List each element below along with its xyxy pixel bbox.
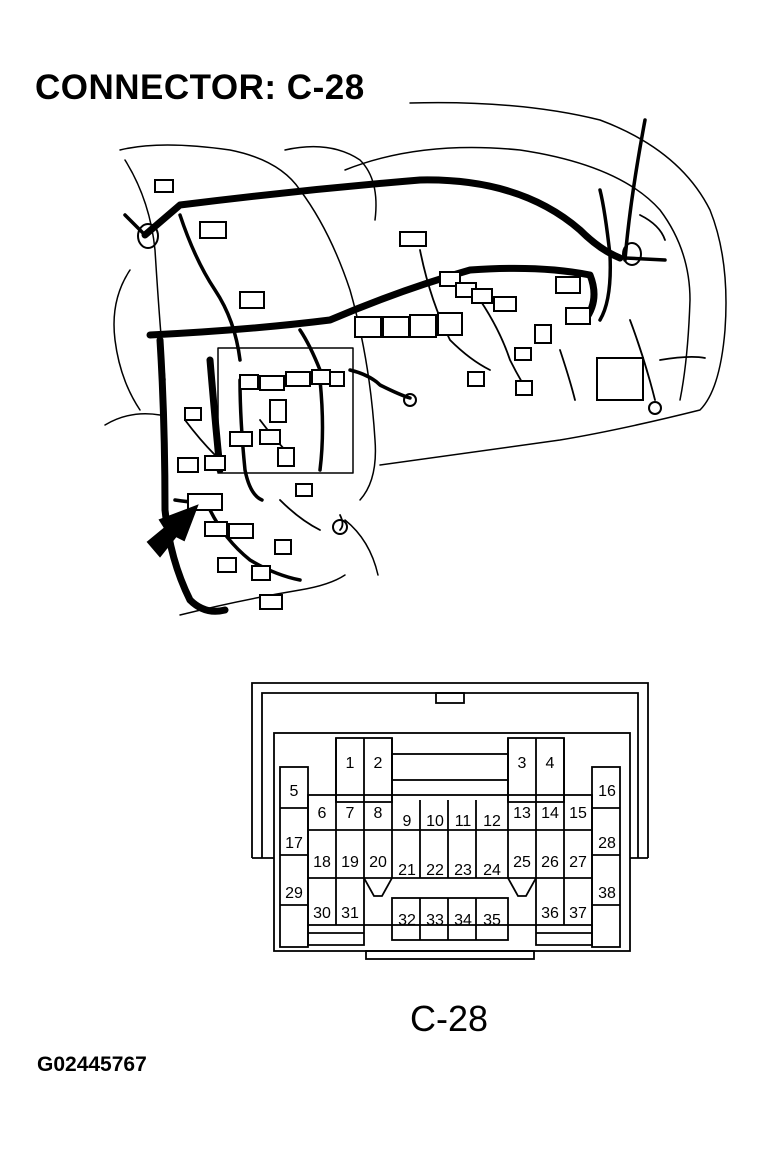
diagram-title: CONNECTOR: C-28 <box>35 68 365 107</box>
pin-9: 9 <box>403 813 412 830</box>
pin-8: 8 <box>374 805 383 822</box>
pin-12: 12 <box>483 813 501 830</box>
pin-19: 19 <box>341 854 359 871</box>
pin-26: 26 <box>541 854 559 871</box>
pin-5: 5 <box>290 783 299 800</box>
pin-22: 22 <box>426 862 444 879</box>
connector-blocks <box>154 179 644 610</box>
pin-3: 3 <box>518 755 527 772</box>
pin-33: 33 <box>426 912 444 929</box>
pin-28: 28 <box>598 835 616 852</box>
pin-21: 21 <box>398 862 416 879</box>
main-harness <box>141 176 624 615</box>
pin-2: 2 <box>374 755 383 772</box>
pin-10: 10 <box>426 813 444 830</box>
pin-14: 14 <box>541 805 559 822</box>
pin-27: 27 <box>569 854 587 871</box>
figure-id: G02445767 <box>37 1053 147 1076</box>
pin-16: 16 <box>598 783 616 800</box>
pin-20: 20 <box>369 854 387 871</box>
pin-numbers: 1 2 3 4 5 6 7 8 9 10 11 12 13 14 15 16 1… <box>285 755 616 929</box>
pin-23: 23 <box>454 862 472 879</box>
connector-housing <box>251 682 649 960</box>
pin-15: 15 <box>569 805 587 822</box>
pin-11: 11 <box>455 813 472 830</box>
pin-30: 30 <box>313 905 331 922</box>
pin-31: 31 <box>341 905 359 922</box>
pin-17: 17 <box>285 835 303 852</box>
pin-7: 7 <box>346 805 355 822</box>
pin-37: 37 <box>569 905 587 922</box>
pin-36: 36 <box>541 905 559 922</box>
pin-38: 38 <box>598 885 616 902</box>
connector-label: C-28 <box>410 998 489 1039</box>
pin-35: 35 <box>483 912 501 929</box>
pin-29: 29 <box>285 885 303 902</box>
pin-1: 1 <box>346 755 355 772</box>
ground-eyelets <box>332 393 662 535</box>
pin-6: 6 <box>318 805 327 822</box>
locator-arrow <box>146 504 199 558</box>
pin-24: 24 <box>483 862 501 879</box>
pin-25: 25 <box>513 854 531 871</box>
pin-4: 4 <box>546 755 555 772</box>
pin-32: 32 <box>398 912 416 929</box>
pin-34: 34 <box>454 912 472 929</box>
wiring-harness-illustration <box>104 101 727 616</box>
pin-18: 18 <box>313 854 331 871</box>
grommets <box>137 223 642 266</box>
pin-13: 13 <box>513 805 531 822</box>
